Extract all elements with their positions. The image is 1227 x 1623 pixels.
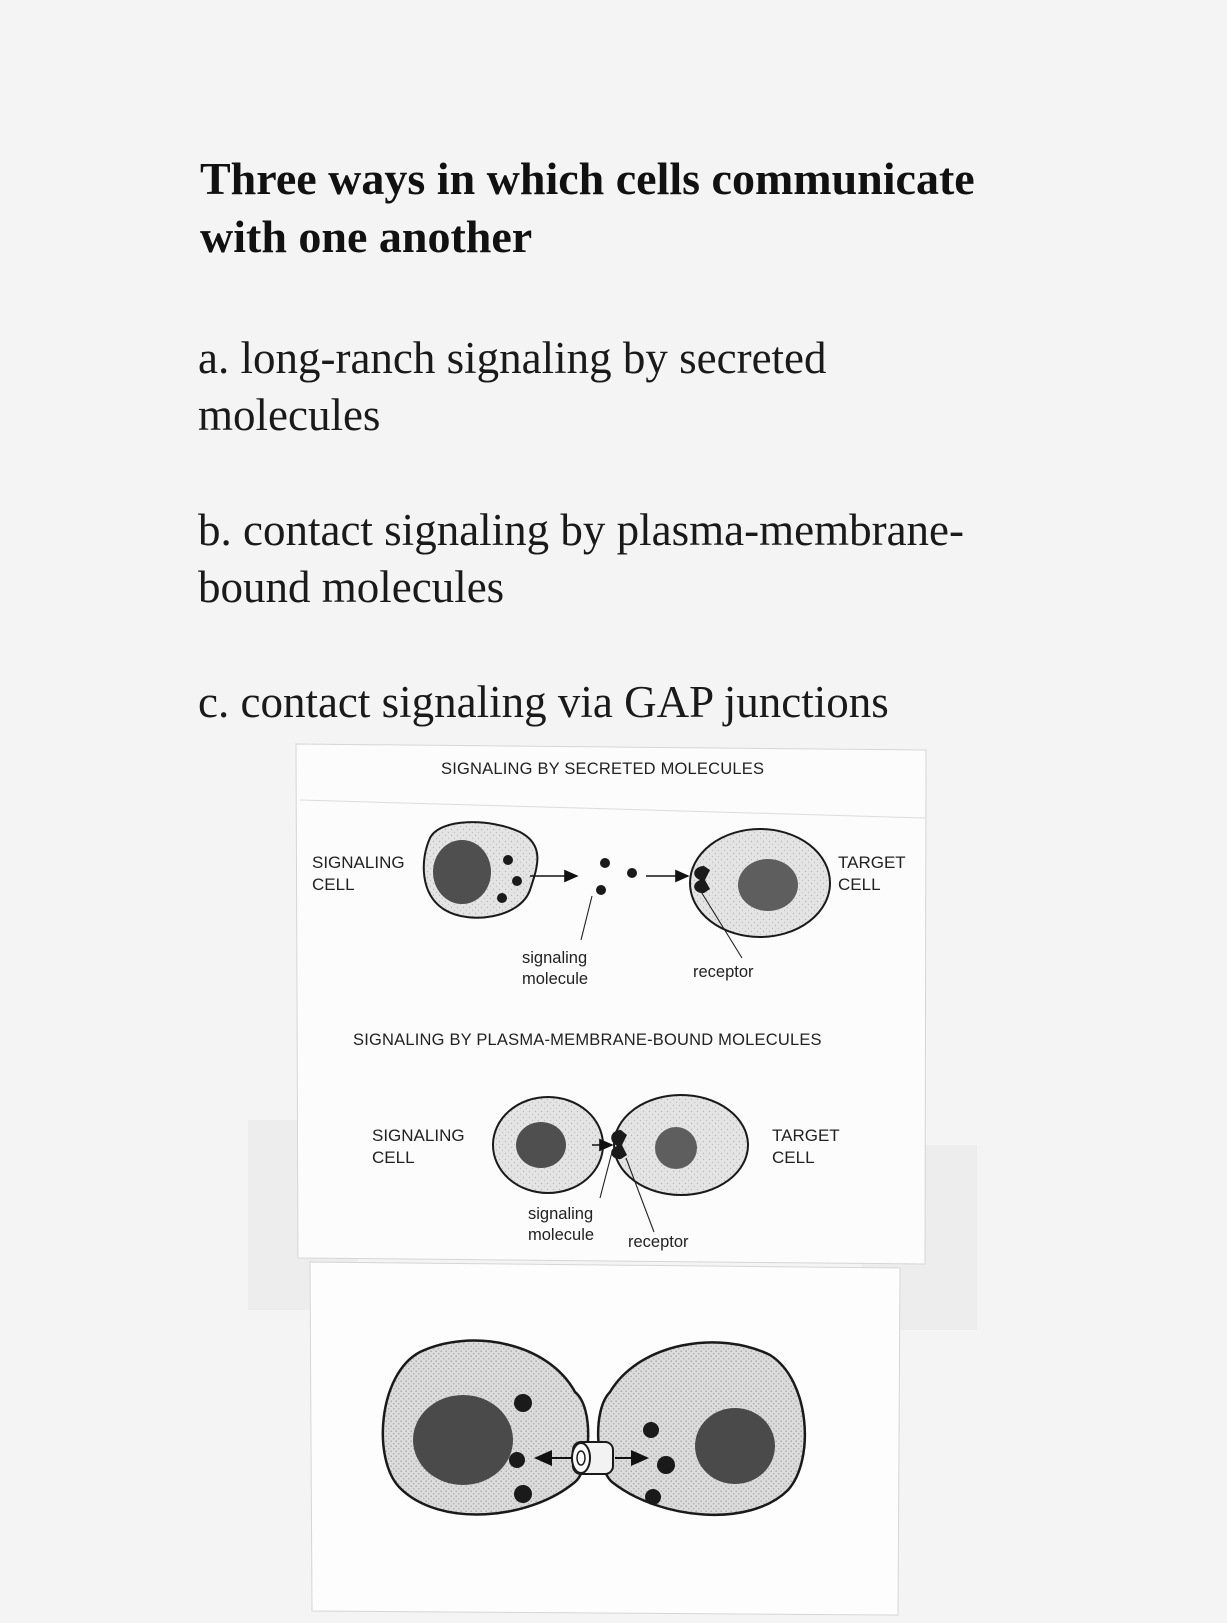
panel1-molecule-label-line-1: signaling xyxy=(522,949,588,967)
panel1-target-nucleus xyxy=(738,859,798,911)
item-c-line-1: c. contact signaling via GAP junctions xyxy=(198,677,889,727)
panel1-left-label-line-1: SIGNALING xyxy=(312,853,405,872)
panel2-right-label-line-1: TARGET xyxy=(772,1126,840,1145)
panel3-small-molecule xyxy=(514,1485,532,1503)
panel1-right-label-line-1: TARGET xyxy=(838,853,906,872)
panel2-left-label-line-1: SIGNALING xyxy=(372,1126,465,1145)
list-item-c: c. contact signaling via GAP junctions xyxy=(198,674,1098,731)
item-b-line-1: b. contact signaling by plasma-membrane- xyxy=(198,505,965,555)
panel2-receptor-leader xyxy=(625,1157,655,1233)
panel2-molecule-leader xyxy=(599,1151,613,1199)
panel3-left-nucleus xyxy=(413,1395,513,1485)
panel2-signaling-nucleus xyxy=(516,1122,566,1168)
page-title: Three ways in which cells communicate wi… xyxy=(200,150,1100,266)
panel2-target-cell xyxy=(611,1094,749,1196)
panel1-molecule-label-line-2: molecule xyxy=(522,970,589,988)
panel2-target-nucleus xyxy=(655,1127,697,1169)
panel2-receptor xyxy=(611,1130,627,1160)
panel3-small-molecule xyxy=(645,1489,661,1505)
panel1-right-label-line-2: CELL xyxy=(838,875,881,894)
title-line-1: Three ways in which cells communicate xyxy=(200,153,975,204)
panel2-molecule-label-line-2: molecule xyxy=(528,1226,595,1244)
panel3-small-molecule xyxy=(509,1452,525,1468)
panel2-signaling-cell xyxy=(492,1096,604,1194)
title-line-2: with one another xyxy=(200,211,533,262)
panel1-vesicle xyxy=(512,876,522,886)
panel2-heading: SIGNALING BY PLASMA-MEMBRANE-BOUND MOLEC… xyxy=(353,1031,822,1049)
item-a-line-1: a. long-ranch signaling by secreted xyxy=(198,333,827,383)
panel3-small-molecule xyxy=(657,1456,675,1474)
panel3-gap-junction-channel xyxy=(571,1441,614,1475)
panel1-signaling-cell xyxy=(422,821,539,919)
panel2-left-label-line-2: CELL xyxy=(372,1148,415,1167)
panel1-molecule-leader xyxy=(580,895,593,941)
panel2-molecule-label-line-1: signaling xyxy=(528,1205,594,1223)
list-item-b: b. contact signaling by plasma-membrane-… xyxy=(198,502,1098,616)
panel1-left-label-line-2: CELL xyxy=(312,875,355,894)
panel3-right-nucleus xyxy=(695,1408,775,1484)
item-b-line-2: bound molecules xyxy=(198,562,505,612)
item-a-line-2: molecules xyxy=(198,390,381,440)
panel3-small-molecule xyxy=(514,1394,532,1412)
panel2-right-label-line-2: CELL xyxy=(772,1148,815,1167)
panel1-vesicle xyxy=(497,893,507,903)
panel1-signaling-molecule xyxy=(600,858,610,868)
panel1-receptor xyxy=(694,866,710,894)
panel1-vesicle xyxy=(503,855,513,865)
panel3-small-molecule xyxy=(643,1422,659,1438)
panel3-gap-junction-cells xyxy=(381,1339,807,1517)
panel1-target-cell xyxy=(689,828,831,938)
panel1-signaling-molecule xyxy=(627,868,637,878)
panel1-receptor-label: receptor xyxy=(693,963,754,981)
panel1-receptor-leader xyxy=(699,889,743,959)
panel1-signaling-nucleus xyxy=(433,840,491,904)
list-item-a: a. long-ranch signaling by secreted mole… xyxy=(198,330,1098,444)
panel2-receptor-label: receptor xyxy=(628,1233,689,1251)
panel1-heading: SIGNALING BY SECRETED MOLECULES xyxy=(441,760,765,778)
panel1-signaling-molecule xyxy=(596,885,606,895)
